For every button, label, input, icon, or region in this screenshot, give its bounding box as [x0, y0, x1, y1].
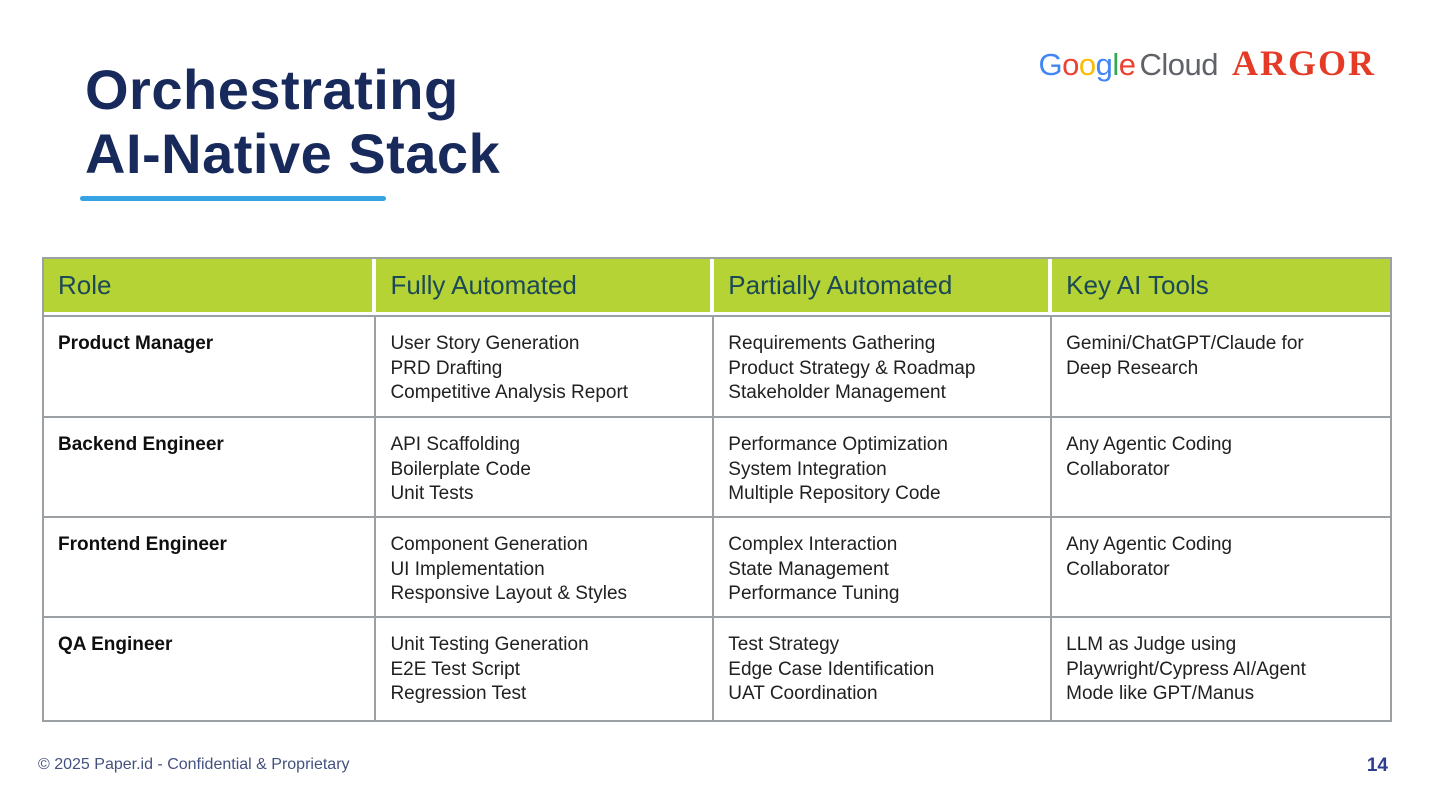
column-header-fully-automated: Fully Automated [376, 259, 715, 315]
cell-fully-automated: Unit Testing Generation E2E Test Script … [376, 616, 715, 720]
cell-fully-automated: Component Generation UI Implementation R… [376, 516, 715, 616]
cloud-label: Cloud [1139, 47, 1219, 82]
cell-fully-automated: API Scaffolding Boilerplate Code Unit Te… [376, 416, 715, 516]
cell-key-ai-tools: Any Agentic Coding Collaborator [1052, 516, 1390, 616]
google-letter: l [1112, 47, 1119, 82]
cell-role-product-manager: Product Manager [44, 315, 377, 416]
confidentiality-footer: © 2025 Paper.id - Confidential & Proprie… [38, 756, 350, 773]
cell-fully-automated: User Story Generation PRD Drafting Compe… [376, 315, 715, 416]
cell-key-ai-tools: Gemini/ChatGPT/Claude for Deep Research [1052, 315, 1390, 416]
google-letter: e [1118, 47, 1136, 82]
cell-key-ai-tools: LLM as Judge using Playwright/Cypress AI… [1052, 616, 1390, 720]
column-header-partially-automated: Partially Automated [714, 259, 1053, 315]
slide-title-line1: Orchestrating [85, 58, 459, 121]
google-letter: o [1078, 47, 1096, 82]
google-letter: G [1038, 47, 1063, 82]
column-header-key-ai-tools: Key AI Tools [1052, 259, 1390, 315]
column-header-role: Role [44, 259, 377, 315]
cell-key-ai-tools: Any Agentic Coding Collaborator [1052, 416, 1390, 516]
google-letter: o [1062, 47, 1079, 82]
google-letter: g [1095, 47, 1113, 82]
cell-partially-automated: Complex Interaction State Management Per… [714, 516, 1053, 616]
cell-role-frontend-engineer: Frontend Engineer [44, 516, 377, 616]
cell-role-backend-engineer: Backend Engineer [44, 416, 377, 516]
argor-logo: ARGOR [1232, 43, 1376, 83]
cell-role-qa-engineer: QA Engineer [44, 616, 377, 720]
cell-partially-automated: Requirements Gathering Product Strategy … [714, 315, 1053, 416]
slide-title: Orchestrating AI-Native Stack [85, 58, 500, 186]
slide-title-line2: AI-Native Stack [85, 122, 501, 185]
cell-partially-automated: Test Strategy Edge Case Identification U… [714, 616, 1053, 720]
title-underline-accent [80, 196, 386, 201]
roles-table-grid: Role Fully Automated Partially Automated… [44, 259, 1390, 720]
cell-partially-automated: Performance Optimization System Integrat… [714, 416, 1053, 516]
roles-table: Role Fully Automated Partially Automated… [42, 257, 1392, 722]
page-number: 14 [1366, 755, 1388, 776]
